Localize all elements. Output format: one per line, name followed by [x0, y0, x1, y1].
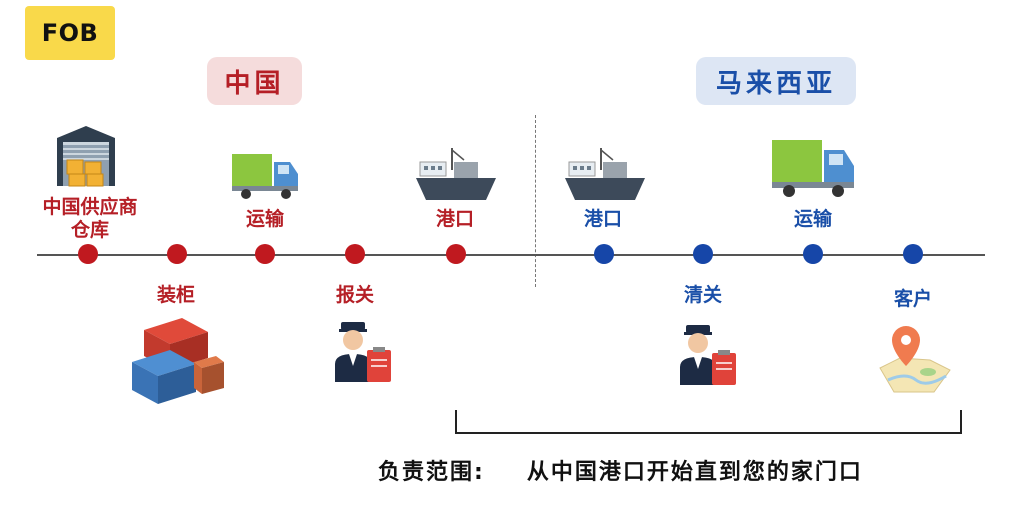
label-transport-destination: 运输	[793, 208, 832, 230]
label-export-clearance: 报关	[335, 284, 374, 306]
scope-statement: 负责范围: 从中国港口开始直到您的家门口	[378, 454, 863, 486]
customs-officer-icon	[680, 325, 736, 385]
timeline-dot-export-clearance	[345, 244, 365, 264]
timeline-dot-container	[167, 244, 187, 264]
label-transport-origin: 运输	[245, 208, 284, 230]
timeline-dot-import-clearance	[693, 244, 713, 264]
label-import-clearance: 清关	[683, 284, 722, 306]
customs-officer-icon	[335, 322, 391, 382]
truck-icon	[232, 154, 298, 199]
cargo-ship-icon	[565, 148, 645, 200]
scope-label: 负责范围:	[378, 460, 485, 485]
map-pin-icon	[879, 326, 951, 393]
timeline-dot-port-destination	[594, 244, 614, 264]
timeline-dot-warehouse	[78, 244, 98, 264]
cargo-ship-icon	[416, 148, 496, 200]
timeline-dot-transport-origin	[255, 244, 275, 264]
scope-text: 从中国港口开始直到您的家门口	[526, 460, 863, 485]
label-container-loading: 装柜	[156, 284, 195, 306]
region-malaysia: 马来西亚	[696, 57, 856, 105]
containers-icon	[132, 318, 224, 404]
timeline-dot-transport-destination	[803, 244, 823, 264]
label-warehouse-line2: 仓库	[70, 219, 109, 241]
label-port-origin: 港口	[435, 208, 474, 230]
timeline-line	[37, 254, 985, 256]
label-warehouse-line1: 中国供应商	[42, 196, 138, 218]
scope-bracket	[455, 410, 962, 434]
label-port-destination: 港口	[583, 208, 622, 230]
timeline-dot-port-origin	[446, 244, 466, 264]
timeline-dot-customer	[903, 244, 923, 264]
label-customer: 客户	[893, 288, 932, 310]
region-china: 中国	[207, 57, 302, 105]
truck-icon	[772, 140, 854, 197]
fob-badge: FOB	[25, 6, 115, 60]
warehouse-icon	[57, 126, 115, 187]
label-warehouse: 中国供应商 仓库	[30, 196, 150, 242]
region-divider	[535, 115, 536, 287]
